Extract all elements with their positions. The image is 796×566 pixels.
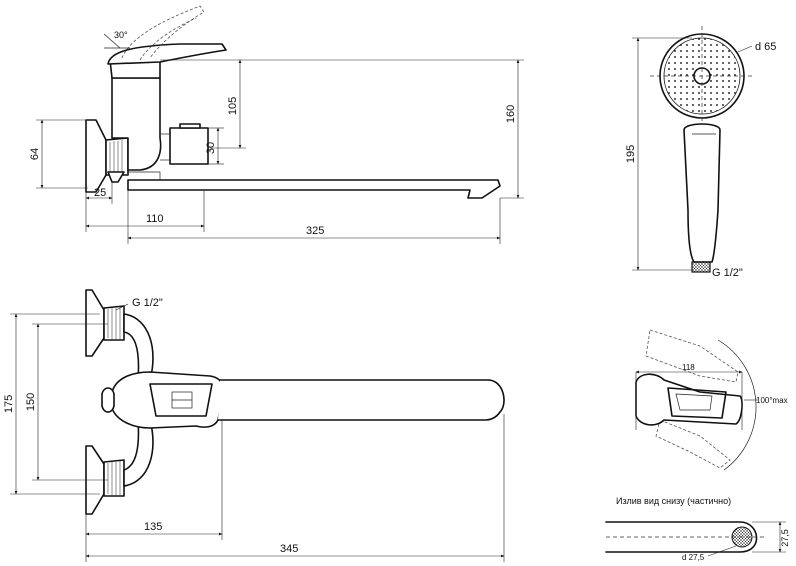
spout-bottom-caption: Излив вид снизу (частично)	[616, 496, 731, 506]
lever-knob	[101, 387, 115, 413]
dim-105: 105	[227, 97, 239, 115]
upper-wall-flange	[85, 289, 105, 357]
lever-handle	[107, 43, 227, 65]
thread-label: G 1/2"	[132, 297, 163, 309]
diverter-box	[169, 127, 209, 165]
dim-135: 135	[144, 521, 162, 533]
aerator	[731, 526, 753, 548]
central-body	[111, 371, 224, 429]
lower-arm	[123, 419, 154, 487]
dim-64: 64	[29, 148, 41, 160]
dim-25: 25	[94, 187, 106, 199]
dim-325: 325	[306, 225, 324, 237]
handle-width: 118	[682, 363, 695, 372]
upper-arm	[123, 313, 154, 381]
spout	[127, 179, 501, 199]
spout-top	[218, 379, 505, 421]
angle-label: 30°	[114, 30, 128, 40]
upper-nut	[103, 305, 125, 341]
dim-160: 160	[505, 105, 517, 123]
shower-thread: G 1/2"	[712, 267, 743, 279]
shower-head-view: d 65 195 G 1/2"	[625, 26, 776, 279]
dim-30: 30	[205, 142, 217, 154]
nut-thread-hatch	[109, 140, 123, 174]
wall-flange	[85, 119, 107, 193]
spout-height: 27,5	[780, 529, 790, 547]
lever-raised-ghost	[121, 5, 205, 59]
dim-150: 150	[25, 393, 37, 411]
lower-nut	[103, 459, 125, 497]
shower-connector	[691, 261, 711, 273]
handle-angle: 100°max	[756, 396, 788, 405]
dim-345: 345	[280, 543, 298, 555]
shower-diameter: d 65	[755, 41, 776, 53]
eccentric-fitting	[107, 171, 125, 183]
shower-handle	[683, 123, 721, 263]
handle-shape	[635, 373, 743, 426]
dim-110: 110	[146, 213, 164, 225]
shower-length: 195	[625, 145, 637, 163]
dim-175: 175	[3, 395, 15, 413]
mixer-body	[111, 77, 162, 171]
spout-bottom-view: Излив вид снизу (частично) 27,5 d 27,5	[605, 496, 790, 562]
lever-window	[149, 383, 213, 417]
top-view: G 1/2" 175 150 135 345	[3, 289, 505, 562]
spout-diameter: d 27,5	[682, 553, 705, 562]
handle-rotation-view: 118 100°max	[635, 329, 788, 471]
connector-nut	[105, 137, 129, 176]
side-view: 30° 105 160 30 64 25 110	[29, 5, 524, 244]
